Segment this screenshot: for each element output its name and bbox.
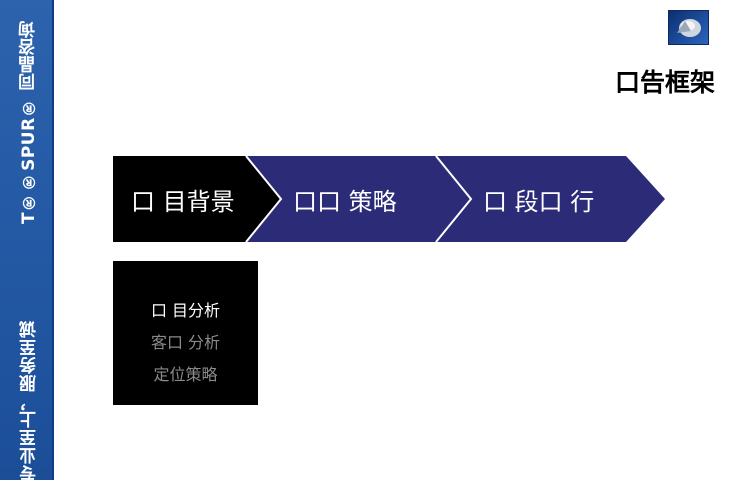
- brand-slogan: 专业至上，服务至诚: [20, 320, 40, 482]
- flow-step-strategy[interactable]: 口口 策略: [293, 187, 397, 216]
- flow-step-2-shape: [246, 156, 471, 242]
- submenu-item-project-analysis[interactable]: 口 目分析: [150, 301, 221, 320]
- submenu-panel: 口 目分析 客口 分析 定位策略: [113, 261, 258, 405]
- process-flow: 口 目背景 口口 策略 口 段口 行: [113, 156, 665, 242]
- brand-sidebar: T®®SPUR® 同晶咨询 专业至上，服务至诚: [0, 0, 52, 482]
- flow-step-1-shape: [113, 156, 281, 242]
- flow-step-3-shape: [436, 156, 665, 242]
- flow-step-execution[interactable]: 口 段口 行: [483, 187, 595, 216]
- brand-logo-text: T®®SPUR® 同晶咨询: [19, 20, 39, 224]
- slide-title: 口告框架: [614, 68, 715, 97]
- submenu-item-customer-analysis[interactable]: 客口 分析: [150, 333, 221, 352]
- submenu-item-positioning-strategy[interactable]: 定位策略: [153, 365, 218, 384]
- company-emblem-icon: [668, 10, 709, 45]
- flow-step-background[interactable]: 口 目背景: [131, 187, 235, 216]
- sidebar-divider: [52, 0, 54, 480]
